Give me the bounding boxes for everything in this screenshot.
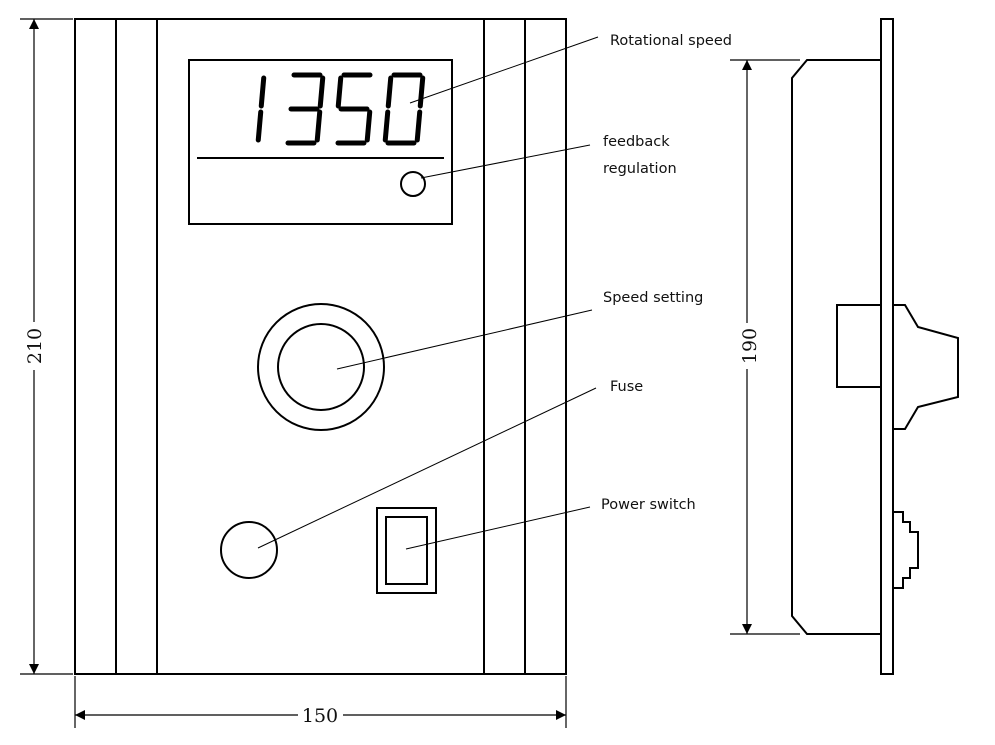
- side-view: 190: [730, 18, 959, 675]
- speed-readout: [255, 72, 426, 146]
- front-view: 150 210: [20, 18, 567, 728]
- display-segment: [364, 109, 373, 143]
- display-window: [188, 59, 453, 225]
- width-dimension-label: 150: [302, 705, 338, 727]
- speed-setting-knob-outer[interactable]: [257, 303, 385, 431]
- power-switch-frame: [376, 507, 437, 594]
- front-panel-outline: [74, 18, 567, 675]
- leader-line: [409, 36, 599, 104]
- display-segment: [414, 109, 423, 143]
- leader-line: [420, 144, 591, 179]
- display-segment: [417, 75, 426, 109]
- callouts: Rotational speed feedback regulation Spe…: [257, 33, 732, 550]
- power-switch-label: Power switch: [601, 497, 696, 513]
- fuse-holder[interactable]: [220, 521, 278, 579]
- side-speed-knob: [892, 304, 959, 430]
- speed-setting-knob-inner[interactable]: [277, 323, 365, 411]
- side-knob-shaft: [836, 304, 882, 388]
- fuse-label: Fuse: [610, 379, 643, 395]
- height-dimension-label: 210: [24, 328, 46, 364]
- rotational-speed-label: Rotational speed: [610, 33, 732, 49]
- leader-line: [336, 309, 593, 370]
- speed-setting-label: Speed setting: [603, 290, 703, 306]
- side-front-plate: [880, 18, 894, 675]
- feedback-regulation-label-line2: regulation: [603, 161, 677, 177]
- power-switch-rocker[interactable]: [385, 516, 428, 585]
- leader-line: [257, 387, 597, 549]
- display-segment: [317, 75, 326, 109]
- feedback-regulation-label-line1: feedback: [603, 134, 670, 150]
- side-height-dimension-label: 190: [739, 328, 761, 364]
- side-housing-outline: [791, 59, 881, 635]
- display-segment: [335, 75, 344, 109]
- side-power-switch: [893, 511, 919, 589]
- display-segment: [314, 109, 323, 143]
- display-segment: [258, 75, 267, 109]
- leader-line: [405, 506, 591, 550]
- display-segment: [382, 109, 391, 143]
- display-segment: [385, 75, 394, 109]
- display-segment: [255, 109, 264, 143]
- feedback-regulation-potentiometer[interactable]: [400, 171, 426, 197]
